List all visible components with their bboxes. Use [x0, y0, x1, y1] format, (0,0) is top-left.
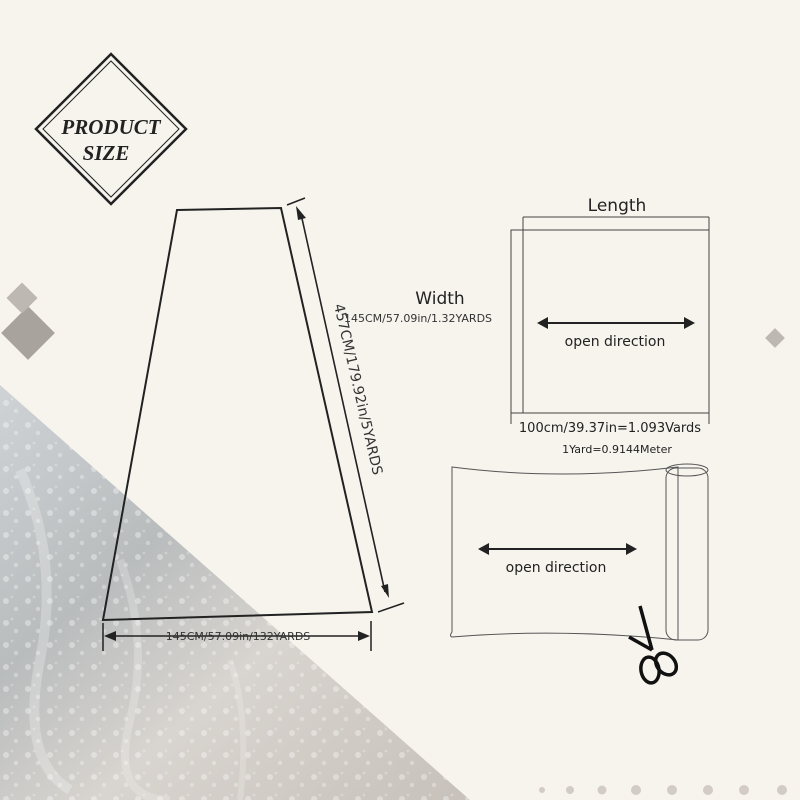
length-title: Length [588, 196, 647, 216]
sheet-direction-label: open direction [565, 334, 666, 350]
decor-diamond-small [6, 282, 38, 314]
length-value: 100cm/39.37in=1.093Vards [519, 421, 701, 436]
length-label: 457CM/179.92in/5YARDS [330, 302, 385, 476]
yard-conversion: 1Yard=0.9144Meter [562, 443, 672, 456]
bottom-width-label: 145CM/57.09in/132YARDS [166, 630, 311, 643]
badge-line1: PRODUCT [60, 115, 161, 139]
roll-direction-label: open direction [506, 560, 607, 576]
fabric-sheet: Length Width 145CM/57.09in/1.32YARDS ope… [344, 196, 710, 456]
product-size-badge: PRODUCT SIZE [34, 52, 188, 206]
width-value: 145CM/57.09in/1.32YARDS [344, 312, 492, 325]
badge-line2: SIZE [83, 141, 130, 165]
fabric-roll: open direction [450, 463, 709, 641]
length-dimension-line [300, 213, 386, 593]
fabric-photo [0, 385, 470, 800]
decor-diamond-right [765, 328, 785, 348]
scissors-icon [628, 605, 679, 685]
decor-dots [539, 785, 787, 795]
decor-diamond-large [1, 306, 55, 360]
width-title: Width [415, 289, 464, 309]
